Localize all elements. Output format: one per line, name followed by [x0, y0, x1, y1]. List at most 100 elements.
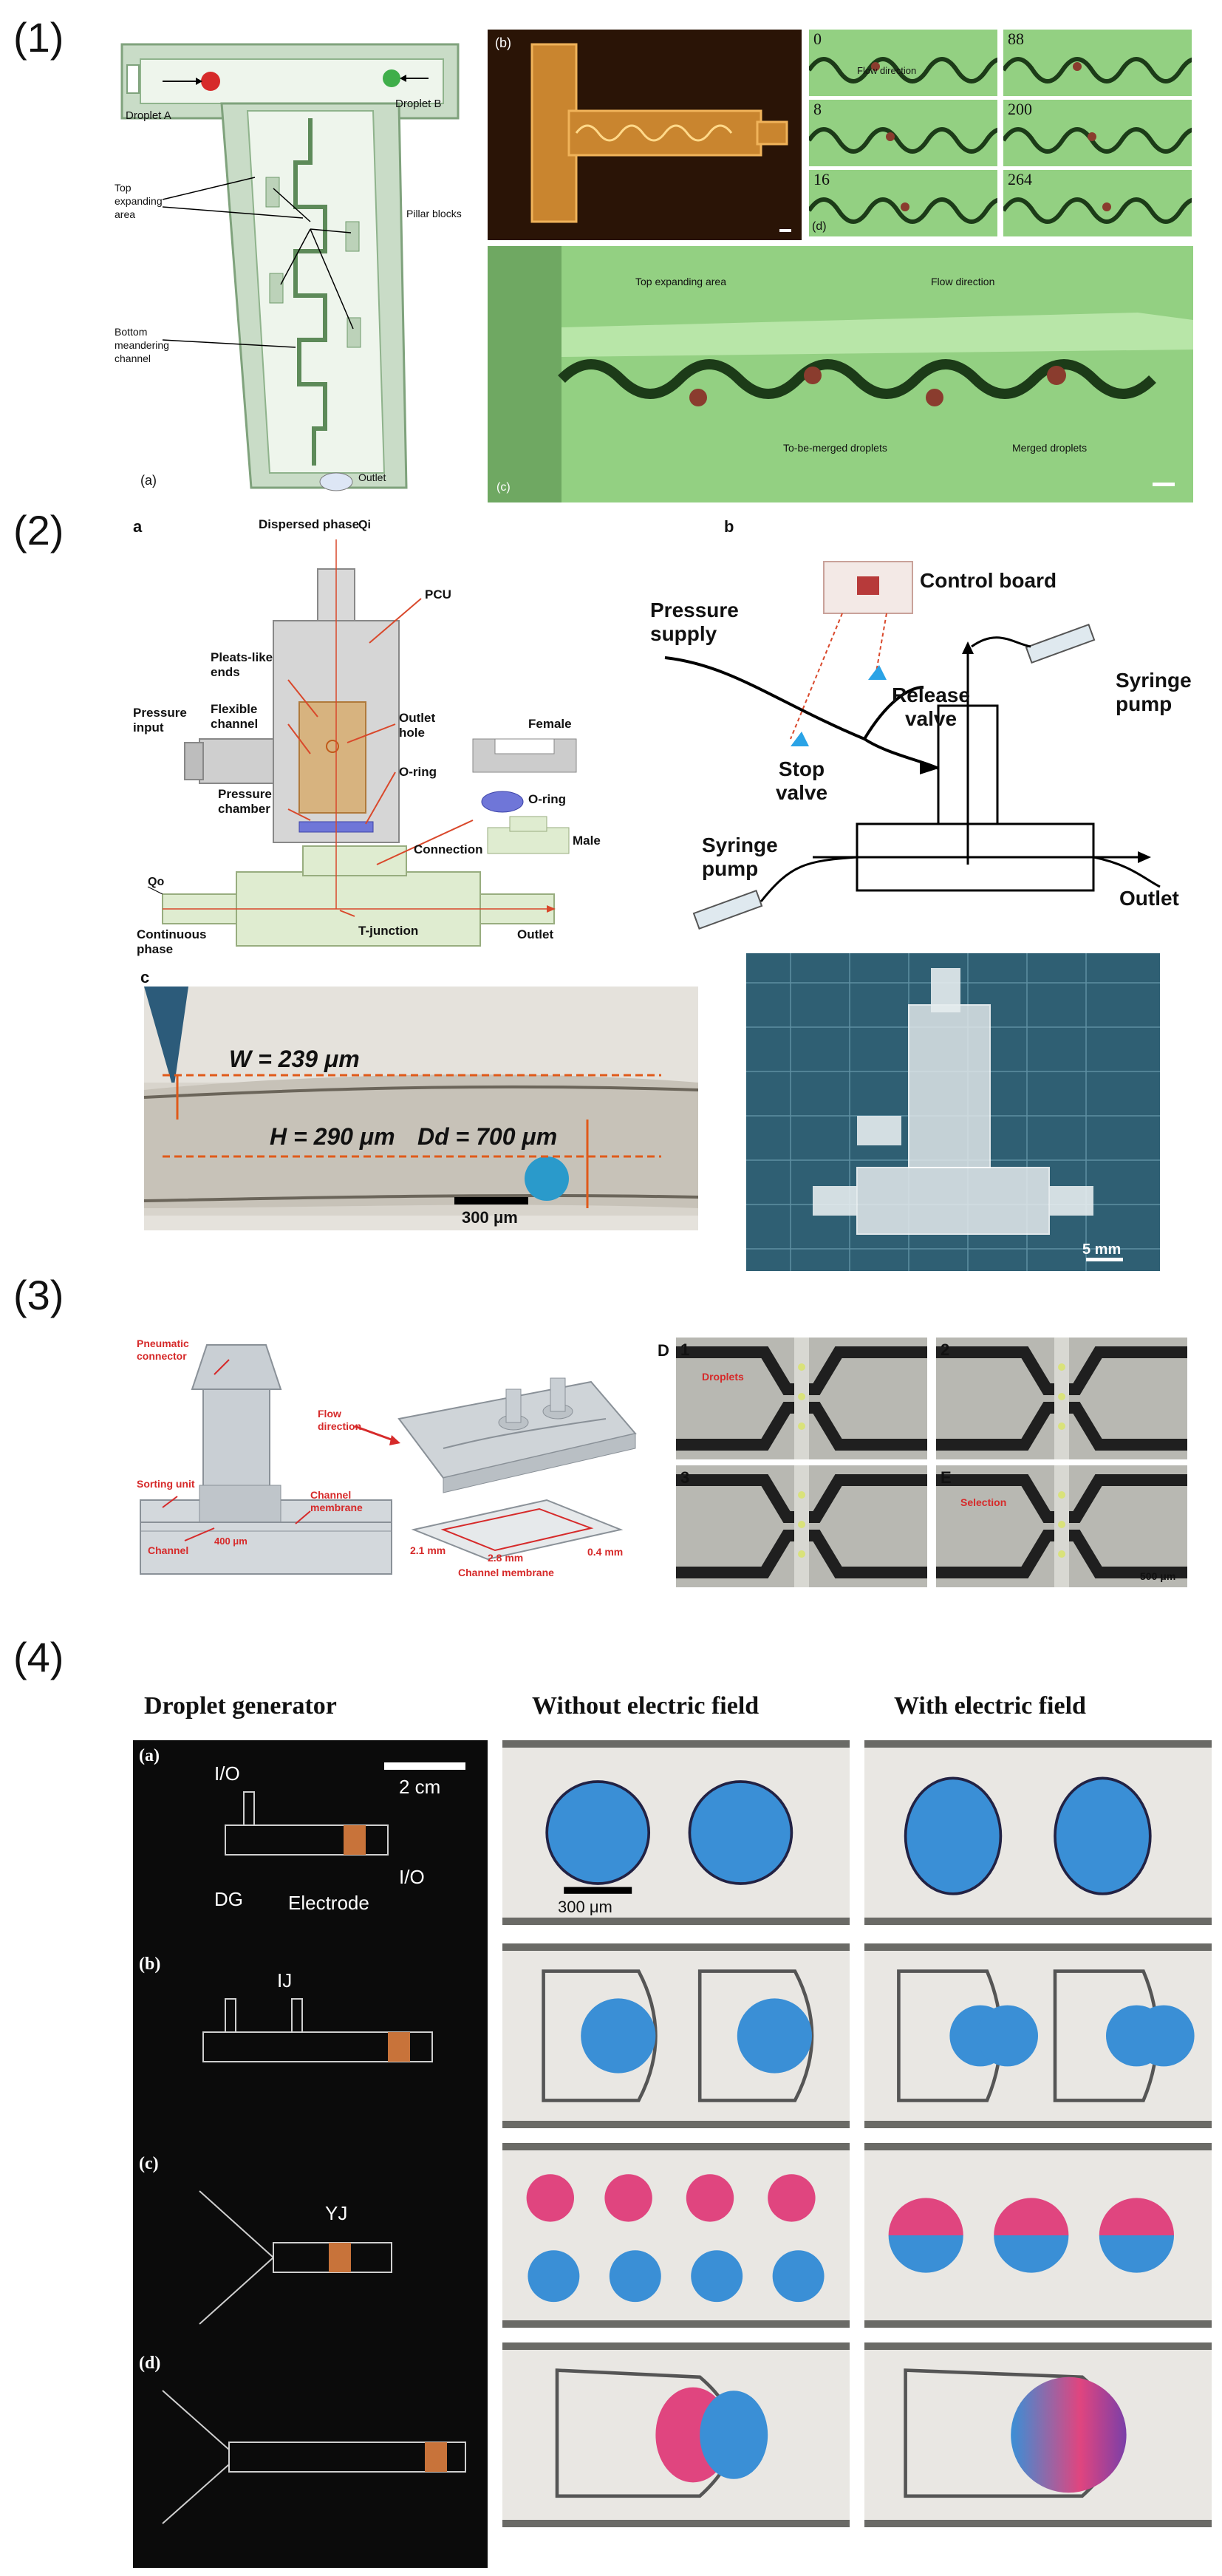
- label-bottom-meandering: Bottom meandering channel: [115, 326, 169, 364]
- panel-3d-micrographs: 1 2 3 E Droplets Selection 500 μm: [676, 1338, 1193, 1589]
- sort-frame: 1: [676, 1338, 927, 1459]
- section-label-3: (3): [13, 1272, 64, 1318]
- label-io-2: I/O: [399, 1866, 425, 1888]
- time-frame: 200: [1003, 100, 1192, 166]
- panel-letter-2a: a: [133, 517, 143, 536]
- time-frame: 264: [1003, 170, 1192, 236]
- time-label: 88: [1008, 30, 1024, 48]
- panel-1b-device-photo: (b): [488, 30, 802, 240]
- t-device-svg: [120, 43, 460, 491]
- label-droplet-b: Droplet B: [395, 98, 442, 110]
- label-flow-direction-3h: Flow direction: [318, 1408, 362, 1432]
- droplet-micrograph: [864, 1943, 1212, 2128]
- frame-number: E: [941, 1468, 952, 1487]
- label-continuous: Continuous phase: [137, 927, 207, 956]
- label-droplet-a: Droplet A: [126, 109, 171, 122]
- label-outlet-hole: Outlet hole: [399, 711, 436, 740]
- droplet-micrograph: [502, 1943, 850, 2128]
- droplet-micrograph: [502, 1740, 850, 1925]
- scale-label-2cm: 2 cm: [399, 1776, 441, 1798]
- label-connection: Connection: [414, 842, 483, 856]
- row-label-d: (d): [139, 2354, 161, 2373]
- row-label-b: (b): [139, 1955, 161, 1974]
- label-syringe-bottom: Syringe pump: [702, 834, 778, 880]
- label-droplets-3d: Droplets: [702, 1371, 744, 1383]
- droplet-micrograph: [864, 2342, 1212, 2527]
- scale-label-300um: 300 μm: [558, 1898, 612, 1916]
- label-oring2: O-ring: [528, 792, 566, 806]
- label-selection-3d: Selection: [960, 1496, 1007, 1508]
- label-stop-valve: Stop valve: [775, 757, 828, 804]
- label-to-be-merged: To-be-merged droplets: [783, 442, 887, 454]
- label-merged: Merged droplets: [1012, 442, 1088, 454]
- panel-1a-device-schematic: Droplet A Droplet B Top expanding area P…: [111, 30, 473, 502]
- panel-1c-micrograph: Top expanding area Flow direction To-be-…: [488, 246, 1193, 502]
- time-label: 264: [1008, 170, 1032, 188]
- label-channel-membrane2: Channel membrane: [458, 1567, 554, 1578]
- panel-letter-1a: (a): [140, 473, 157, 488]
- panel-2b-setup: b Control board Pressure supply Release …: [643, 517, 1204, 931]
- label-electrode: Electrode: [288, 1892, 369, 1914]
- frame-number: 1: [680, 1340, 690, 1359]
- panel-letter-1c: (c): [496, 481, 511, 494]
- label-tjunction: T-junction: [358, 924, 419, 938]
- panel-4-dark-generators: 2 cm (a) (b) (c) (d) I/O I/O DG Electrod…: [133, 1740, 488, 2568]
- label-pcu: PCU: [425, 587, 451, 602]
- label-top-expanding: Top expanding area: [115, 182, 163, 220]
- frame-number: 3: [680, 1468, 690, 1487]
- label-outlet-2a: Outlet: [517, 927, 554, 941]
- row-label-a: (a): [139, 1746, 160, 1765]
- label-channel-membrane: Channel membrane: [310, 1489, 363, 1513]
- label-pleats: Pleats-like ends: [211, 650, 273, 679]
- label-dim1: 2.1 mm: [410, 1544, 446, 1556]
- label-pressure-supply: Pressure supply: [650, 599, 739, 645]
- col-header-without-field: Without electric field: [532, 1692, 760, 1720]
- label-pressure-input: Pressure input: [133, 706, 187, 735]
- droplet-micrograph: [502, 2342, 850, 2527]
- droplet-micrograph: [864, 1740, 1212, 1925]
- panel-letter-1b: (b): [495, 35, 511, 50]
- label-syringe-top: Syringe pump: [1116, 669, 1192, 715]
- label-dim2: 2.8 mm: [488, 1552, 524, 1564]
- section-label-1: (1): [13, 14, 64, 61]
- label-pneumatic: Pneumatic connector: [137, 1338, 189, 1362]
- panel-letter-1d: (d): [812, 220, 827, 233]
- droplet-micrograph: [864, 2143, 1212, 2328]
- panel-letter-3d: D: [658, 1341, 669, 1360]
- sort-frame: 2: [936, 1338, 1187, 1459]
- time-frame: 8: [809, 100, 997, 166]
- sort-frame: 3: [676, 1465, 927, 1587]
- col-header-with-field: With electric field: [894, 1692, 1086, 1720]
- panel-2c-micrograph: W = 239 μm H = 290 μm Dd = 700 μm 300 μm: [144, 987, 698, 1230]
- frame-number: 2: [941, 1340, 950, 1359]
- label-pressure-chamber: Pressure chamber: [218, 787, 272, 816]
- label-sorting-unit: Sorting unit: [137, 1478, 195, 1490]
- label-channel: Channel: [148, 1544, 189, 1556]
- panel-2a-pcu-schematic: a Dispersed phase Qi PCU Pleats-like end…: [133, 517, 635, 968]
- label-flow-direction-1c: Flow direction: [931, 276, 995, 287]
- label-ij: IJ: [277, 1969, 293, 1991]
- label-female: Female: [528, 717, 572, 731]
- label-depth: 400 μm: [214, 1536, 248, 1547]
- panel-3h-sorting-schematic: H Pneumatic connector Flow direction Sor…: [133, 1338, 643, 1581]
- droplet-micrograph: [502, 2143, 850, 2328]
- time-label: 200: [1008, 100, 1032, 118]
- label-scale-2d: 5 mm: [1082, 1241, 1122, 1258]
- panel-2d-photo: 5 mm: [746, 953, 1160, 1271]
- label-oring: O-ring: [399, 765, 437, 779]
- label-yj: YJ: [325, 2202, 348, 2224]
- droplet-a-dot: [201, 72, 220, 91]
- label-flow-direction-1d: Flow direction: [857, 65, 917, 76]
- time-label: 8: [813, 100, 822, 118]
- label-pillar-blocks: Pillar blocks: [406, 208, 462, 219]
- time-label: 0: [813, 30, 822, 48]
- label-scale-2c: 300 μm: [462, 1208, 518, 1227]
- col-header-droplet-generator: Droplet generator: [144, 1692, 337, 1720]
- label-flexible: Flexible channel: [211, 702, 259, 731]
- label-outlet-2b: Outlet: [1119, 887, 1179, 910]
- label-h: H = 290 μm: [270, 1123, 395, 1150]
- time-frame: 0: [809, 30, 997, 96]
- panel-letter-2c: c: [140, 968, 150, 987]
- time-label: 16: [813, 170, 830, 188]
